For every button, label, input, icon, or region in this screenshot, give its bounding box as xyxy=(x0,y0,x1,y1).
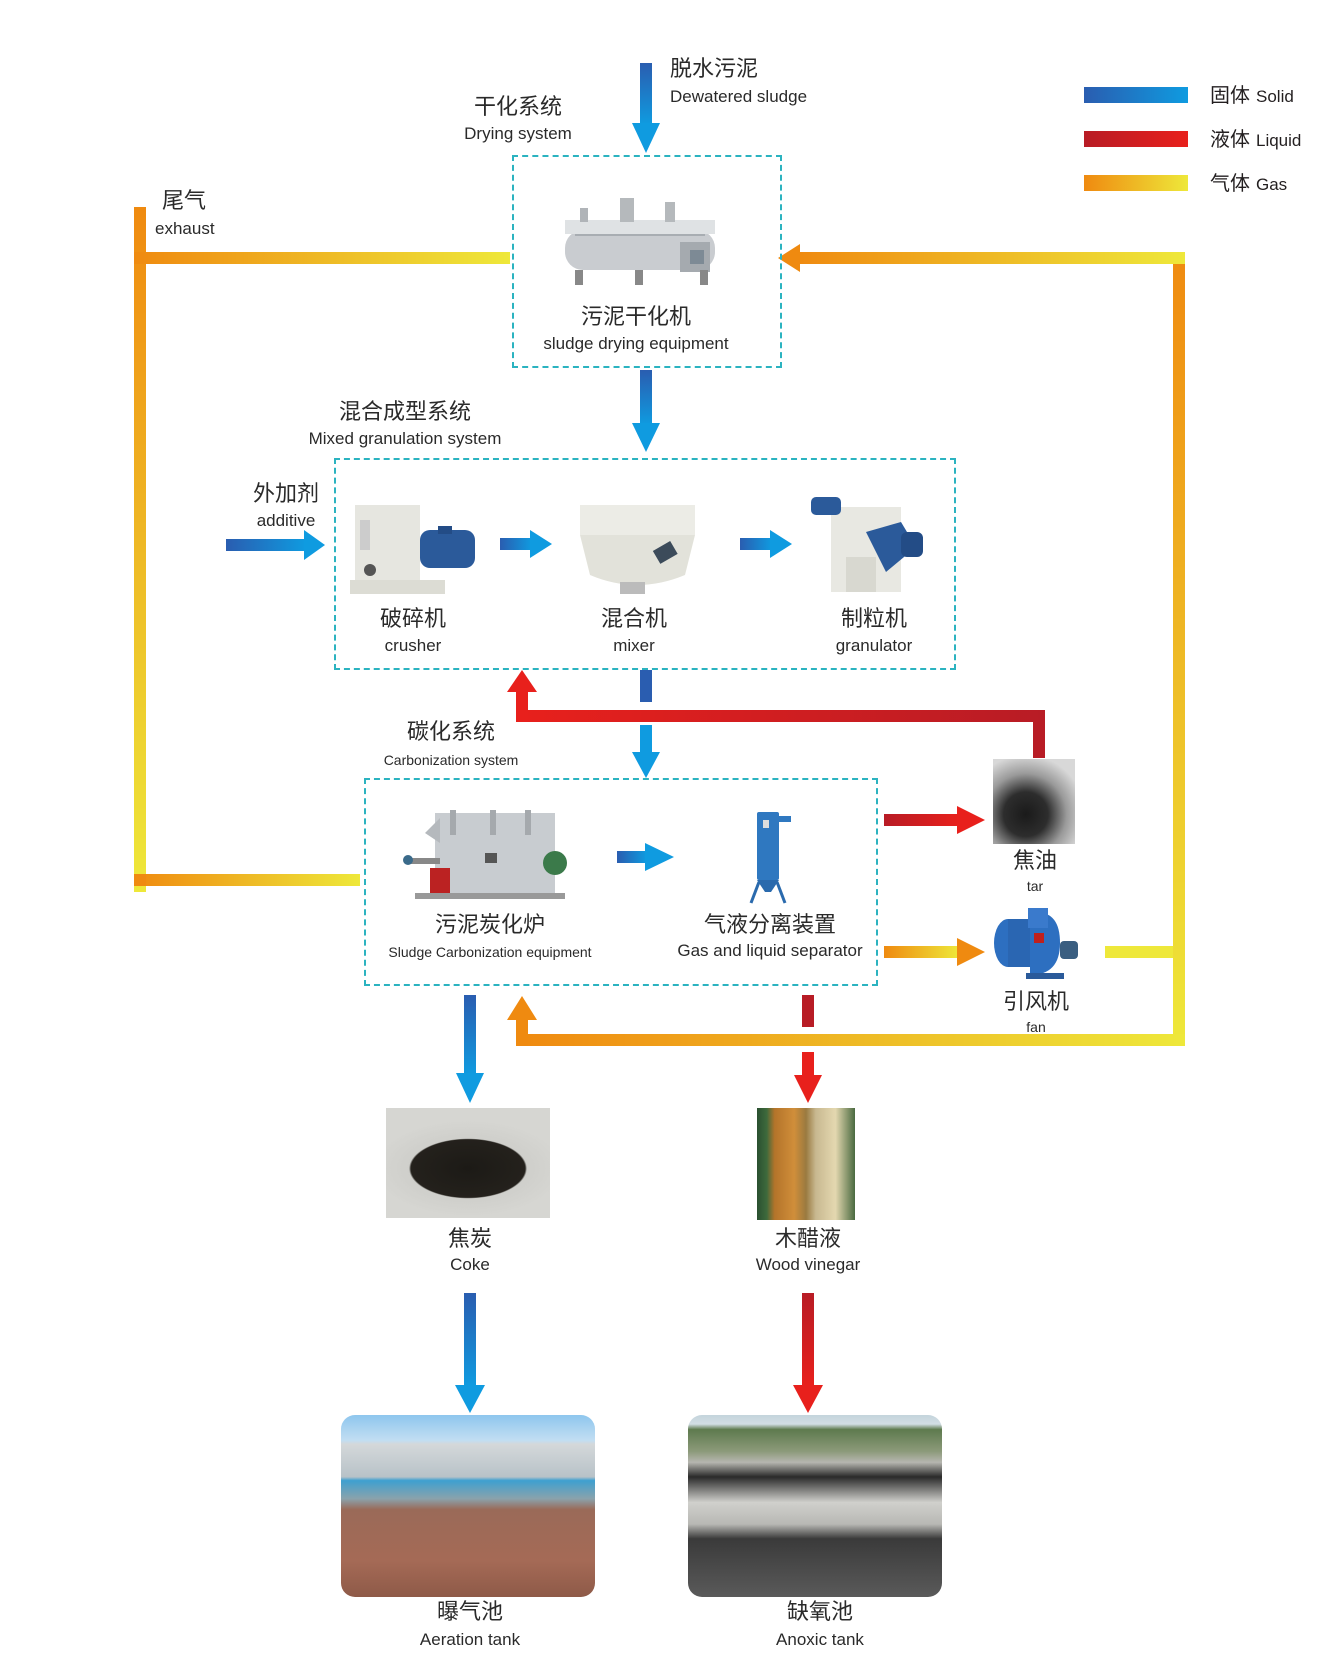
legend-label-en: Gas xyxy=(1256,175,1288,194)
fan-label-cn: 引风机 xyxy=(1002,990,1070,1015)
crusher-label-en: crusher xyxy=(384,636,442,655)
carbonization-system-subtitle: Carbonization system xyxy=(383,752,519,768)
legend-swatch-solid xyxy=(1084,87,1188,103)
drying-system-title: 干化系统 xyxy=(473,95,563,120)
exhaust-label-cn: 尾气 xyxy=(162,189,207,214)
carbonization-furnace-label-en: Sludge Carbonization equipment xyxy=(388,944,592,960)
arrow-additive xyxy=(226,530,325,560)
coke-label-en: Coke xyxy=(450,1255,490,1274)
coke-image xyxy=(386,1108,550,1218)
wood-vinegar-image xyxy=(757,1108,855,1220)
legend-swatch-gas xyxy=(1084,175,1188,191)
additive-label-en: additive xyxy=(256,511,316,530)
separator-label-en: Gas and liquid separator xyxy=(677,941,863,960)
legend-swatch-liquid xyxy=(1084,131,1188,147)
arrow-to-tar xyxy=(884,806,985,834)
exhaust-gas-line xyxy=(134,207,510,892)
additive-label-cn: 外加剂 xyxy=(252,482,320,507)
arrow-crusher-to-mixer xyxy=(500,530,552,558)
tar-label-en: tar xyxy=(1026,878,1044,894)
separator-label-cn: 气液分离装置 xyxy=(703,913,837,938)
tar-image xyxy=(993,759,1075,844)
mixer-image xyxy=(580,505,695,594)
mixer-label-en: mixer xyxy=(613,636,655,655)
anoxic-tank-label-cn: 缺氧池 xyxy=(786,1600,854,1625)
drying-system-subtitle: Drying system xyxy=(464,124,572,143)
mixed-granulation-subtitle: Mixed granulation system xyxy=(308,429,502,448)
wood-vinegar-label-cn: 木醋液 xyxy=(774,1227,842,1252)
wood-vinegar-label-en: Wood vinegar xyxy=(755,1255,861,1274)
arrow-separator-to-vinegar xyxy=(794,995,822,1103)
legend-item-liquid: 液体 Liquid xyxy=(1210,128,1301,153)
legend-label-en: Solid xyxy=(1256,87,1294,106)
carbonization-system-title: 碳化系统 xyxy=(406,720,496,745)
granulator-image xyxy=(811,497,923,592)
arrow-vinegar-to-anoxic xyxy=(793,1293,823,1413)
granulator-label-en: granulator xyxy=(835,636,913,655)
dewatered-sludge-label-en: Dewatered sludge xyxy=(670,87,808,106)
carbonization-system-box xyxy=(364,778,878,986)
arrow-to-fan xyxy=(884,938,985,966)
arrow-dryer-to-mixing xyxy=(632,370,660,452)
arrow-mixer-to-granulator xyxy=(740,530,792,558)
drying-system-box xyxy=(512,155,782,368)
crusher-image xyxy=(350,505,475,594)
fan-gas-loop xyxy=(507,244,1185,1046)
tar-label-cn: 焦油 xyxy=(1012,849,1058,874)
arrow-dewatered-to-dryer xyxy=(632,63,660,153)
legend-label-cn: 固体 xyxy=(1210,85,1250,107)
sludge-dryer-image xyxy=(565,198,715,285)
legend-label-cn: 液体 xyxy=(1210,129,1250,151)
arrow-coke-to-aeration xyxy=(455,1293,485,1413)
mixed-granulation-title: 混合成型系统 xyxy=(338,400,472,425)
crusher-label-cn: 破碎机 xyxy=(379,607,447,632)
separator-image xyxy=(749,812,791,904)
arrow-furnace-to-coke xyxy=(456,995,484,1103)
mixed-granulation-box xyxy=(334,458,956,670)
fan-label-en: fan xyxy=(1026,1019,1046,1035)
anoxic-tank-label-en: Anoxic tank xyxy=(776,1630,864,1649)
sludge-dryer-label-cn: 污泥干化机 xyxy=(580,305,692,330)
aeration-tank-label-cn: 曝气池 xyxy=(436,1600,504,1625)
legend-item-gas: 气体 Gas xyxy=(1210,172,1287,197)
sludge-dryer-label-en: sludge drying equipment xyxy=(543,334,729,353)
dewatered-sludge-label-cn: 脱水污泥 xyxy=(670,57,759,82)
anoxic-tank-image xyxy=(688,1415,942,1597)
tar-return-line xyxy=(507,670,1045,758)
legend-label-en: Liquid xyxy=(1256,131,1302,150)
aeration-tank-label-en: Aeration tank xyxy=(419,1630,521,1649)
arrow-furnace-to-separator xyxy=(617,843,674,871)
mixer-label-cn: 混合机 xyxy=(600,607,668,632)
carbonization-furnace-image xyxy=(403,810,567,899)
legend-item-solid: 固体 Solid xyxy=(1210,84,1294,109)
coke-label-cn: 焦炭 xyxy=(447,1227,493,1252)
fan-image xyxy=(994,908,1078,979)
granulator-label-cn: 制粒机 xyxy=(840,607,908,632)
exhaust-label-en: exhaust xyxy=(155,219,215,238)
carbonization-furnace-label-cn: 污泥炭化炉 xyxy=(434,913,546,938)
arrow-mixing-to-carbonization xyxy=(632,670,660,778)
aeration-tank-image xyxy=(341,1415,595,1597)
legend-label-cn: 气体 xyxy=(1210,173,1250,195)
